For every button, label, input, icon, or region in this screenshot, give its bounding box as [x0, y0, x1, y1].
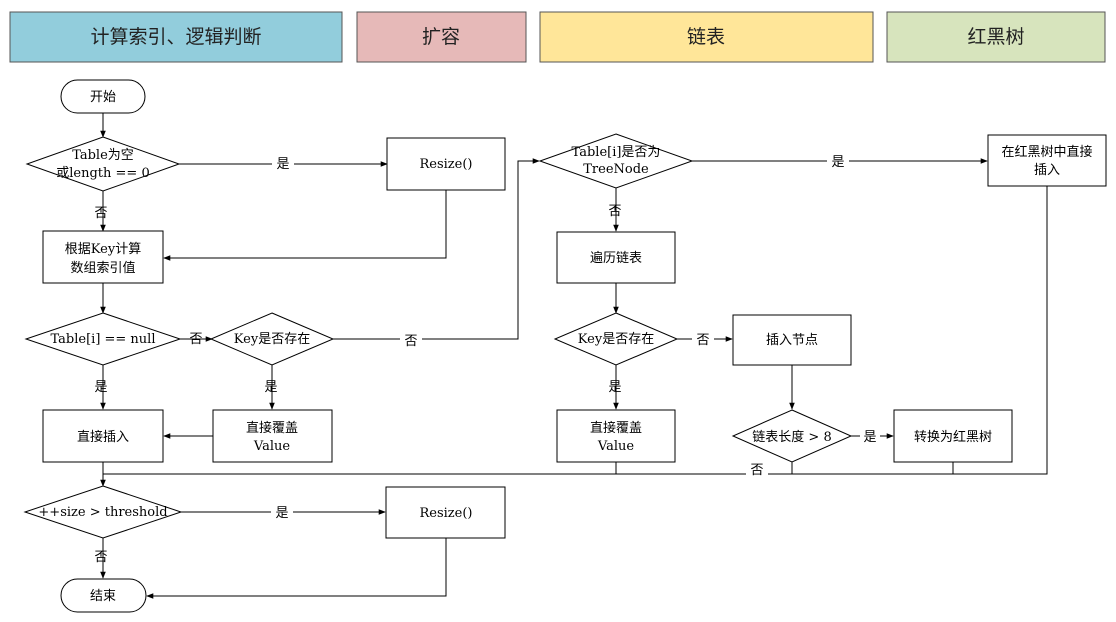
edge-label-yes: 是 — [831, 155, 844, 170]
process-traverse-list: 遍历链表 — [556, 231, 676, 284]
header-lane-resize: 扩容 — [356, 11, 527, 63]
decision-list-length: 链表长度 > 8 — [731, 409, 853, 463]
header-lane-index: 计算索引、逻辑判断 — [9, 11, 343, 63]
edge-label-no: 否 — [404, 334, 417, 349]
process-calc-index: 根据Key计算 数组索引值 — [42, 230, 164, 284]
decision-key-exists-2-label: Key是否存在 — [578, 332, 654, 347]
process-rbtree-insert-line1: 在红黑树中直接 — [1001, 144, 1092, 160]
header-lane-rbtree: 红黑树 — [886, 11, 1106, 63]
process-direct-insert: 直接插入 — [42, 409, 164, 463]
edge-label-yes: 是 — [863, 430, 876, 445]
process-overwrite-2-line1: 直接覆盖 — [590, 420, 642, 436]
process-traverse-list-label: 遍历链表 — [590, 250, 642, 266]
decision-is-treenode-line2: TreeNode — [583, 162, 649, 177]
edge-label-no: 否 — [94, 206, 107, 221]
process-overwrite-2-line2: Value — [597, 439, 634, 454]
process-resize-2: Resize() — [385, 486, 506, 539]
process-overwrite-1: 直接覆盖 Value — [212, 409, 333, 463]
decision-is-treenode: Table[i]是否为 TreeNode — [538, 133, 694, 189]
decision-table-empty-line2: 或length == 0 — [56, 166, 149, 181]
edge-label-no: 否 — [750, 463, 763, 478]
process-resize-1: Resize() — [386, 137, 506, 191]
process-overwrite-1-line2: Value — [253, 439, 290, 454]
process-direct-insert-label: 直接插入 — [77, 429, 129, 445]
edge-label-yes: 是 — [275, 506, 288, 521]
decision-table-i-null: Table[i] == null — [24, 312, 182, 366]
edge-label-yes: 是 — [94, 380, 107, 395]
header-label-resize: 扩容 — [422, 26, 460, 48]
process-insert-node: 插入节点 — [732, 314, 852, 366]
process-rbtree-insert: 在红黑树中直接 插入 — [987, 134, 1107, 187]
header-lane-linked-list: 链表 — [539, 11, 874, 63]
process-calc-index-line1: 根据Key计算 — [65, 242, 141, 257]
node-start: 开始 — [60, 79, 146, 114]
decision-is-treenode-line1: Table[i]是否为 — [572, 145, 661, 160]
decision-size-check-label: ++size > threshold — [38, 505, 167, 520]
header-label-linked-list: 链表 — [687, 26, 725, 48]
node-start-label: 开始 — [90, 90, 116, 105]
node-end: 结束 — [60, 578, 147, 613]
edge-label-no: 否 — [608, 204, 621, 219]
decision-table-i-null-label: Table[i] == null — [51, 332, 156, 347]
edge-label-yes: 是 — [608, 380, 621, 395]
process-resize-1-label: Resize() — [420, 157, 473, 172]
connectors — [100, 113, 1048, 599]
process-rbtree-insert-line2: 插入 — [1034, 163, 1060, 178]
process-to-rbtree-label: 转换为红黑树 — [914, 429, 992, 445]
decision-list-length-label: 链表长度 > 8 — [752, 429, 831, 445]
process-insert-node-label: 插入节点 — [766, 333, 818, 348]
process-overwrite-1-line1: 直接覆盖 — [246, 420, 298, 436]
edge-label-yes: 是 — [276, 157, 289, 172]
edge-label-no: 否 — [696, 333, 709, 348]
edge-label-yes: 是 — [264, 380, 277, 395]
decision-table-empty-line1: Table为空 — [72, 148, 134, 163]
decision-size-check: ++size > threshold — [23, 485, 183, 539]
decision-key-exists-1-label: Key是否存在 — [234, 332, 310, 347]
decision-key-exists-1: Key是否存在 — [209, 312, 335, 366]
edge-label-no: 否 — [94, 550, 107, 565]
edge-labels: 是 否 否 是 是 否 是 否 是 否 是 否 是 否 — [94, 152, 880, 565]
decision-key-exists-2: Key是否存在 — [553, 312, 679, 366]
edge-label-no: 否 — [189, 332, 202, 347]
process-overwrite-2: 直接覆盖 Value — [556, 409, 676, 463]
process-calc-index-line2: 数组索引值 — [70, 260, 135, 276]
node-end-label: 结束 — [90, 589, 116, 604]
decision-table-empty: Table为空 或length == 0 — [25, 136, 181, 192]
header-label-index: 计算索引、逻辑判断 — [90, 26, 261, 48]
header-label-rbtree: 红黑树 — [967, 26, 1024, 48]
process-to-rbtree: 转换为红黑树 — [893, 409, 1013, 463]
process-resize-2-label: Resize() — [420, 506, 473, 521]
